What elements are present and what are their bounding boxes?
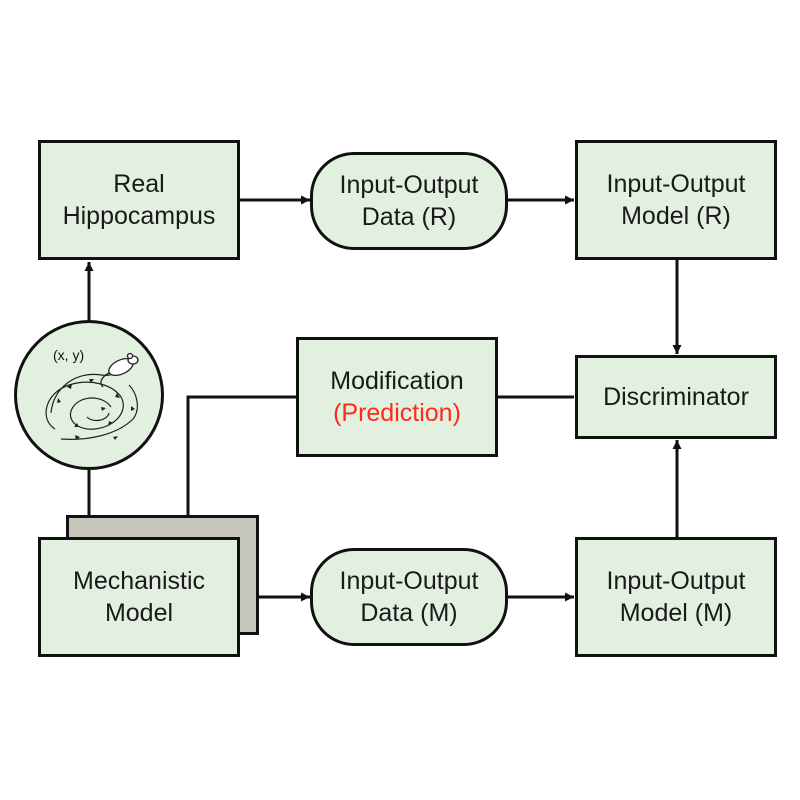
io-data-m-label-2: Data (M) xyxy=(360,599,458,627)
io-data-r-label-1: Input-Output xyxy=(339,171,479,199)
modification-label: Modification xyxy=(330,367,464,395)
coordinate-label: (x, y) xyxy=(53,347,85,363)
real-hippocampus-label-1: Real xyxy=(113,170,165,198)
rat-tracking-circle: (x, y) xyxy=(14,320,164,470)
io-model-m-label-1: Input-Output xyxy=(606,567,746,595)
prediction-label: (Prediction) xyxy=(333,399,461,427)
discriminator-box: Discriminator xyxy=(575,355,777,439)
io-model-r-box: Input-Output Model (R) xyxy=(575,140,777,260)
io-model-r-label-2: Model (R) xyxy=(621,202,731,230)
mechanistic-model-label-2: Model xyxy=(104,599,174,627)
real-hippocampus-label-2: Hippocampus xyxy=(62,202,216,230)
arrow-modification-to-mechanistic xyxy=(183,395,296,535)
io-model-m-label-2: Model (M) xyxy=(619,599,733,627)
io-data-m-box: Input-Output Data (M) xyxy=(310,548,508,646)
discriminator-label: Discriminator xyxy=(603,383,749,411)
modification-box: Modification (Prediction) xyxy=(296,337,498,457)
io-model-m-box: Input-Output Model (M) xyxy=(575,537,777,657)
mechanistic-model-label-1: Mechanistic xyxy=(73,567,205,595)
rat-trajectory-icon xyxy=(45,352,139,440)
io-model-r-label-1: Input-Output xyxy=(606,170,746,198)
io-data-m-label-1: Input-Output xyxy=(339,567,479,595)
real-hippocampus-box: Real Hippocampus xyxy=(38,140,240,260)
mechanistic-model-box: Mechanistic Model xyxy=(38,537,240,657)
io-data-r-box: Input-Output Data (R) xyxy=(310,152,508,250)
io-data-r-label-2: Data (R) xyxy=(361,203,457,231)
